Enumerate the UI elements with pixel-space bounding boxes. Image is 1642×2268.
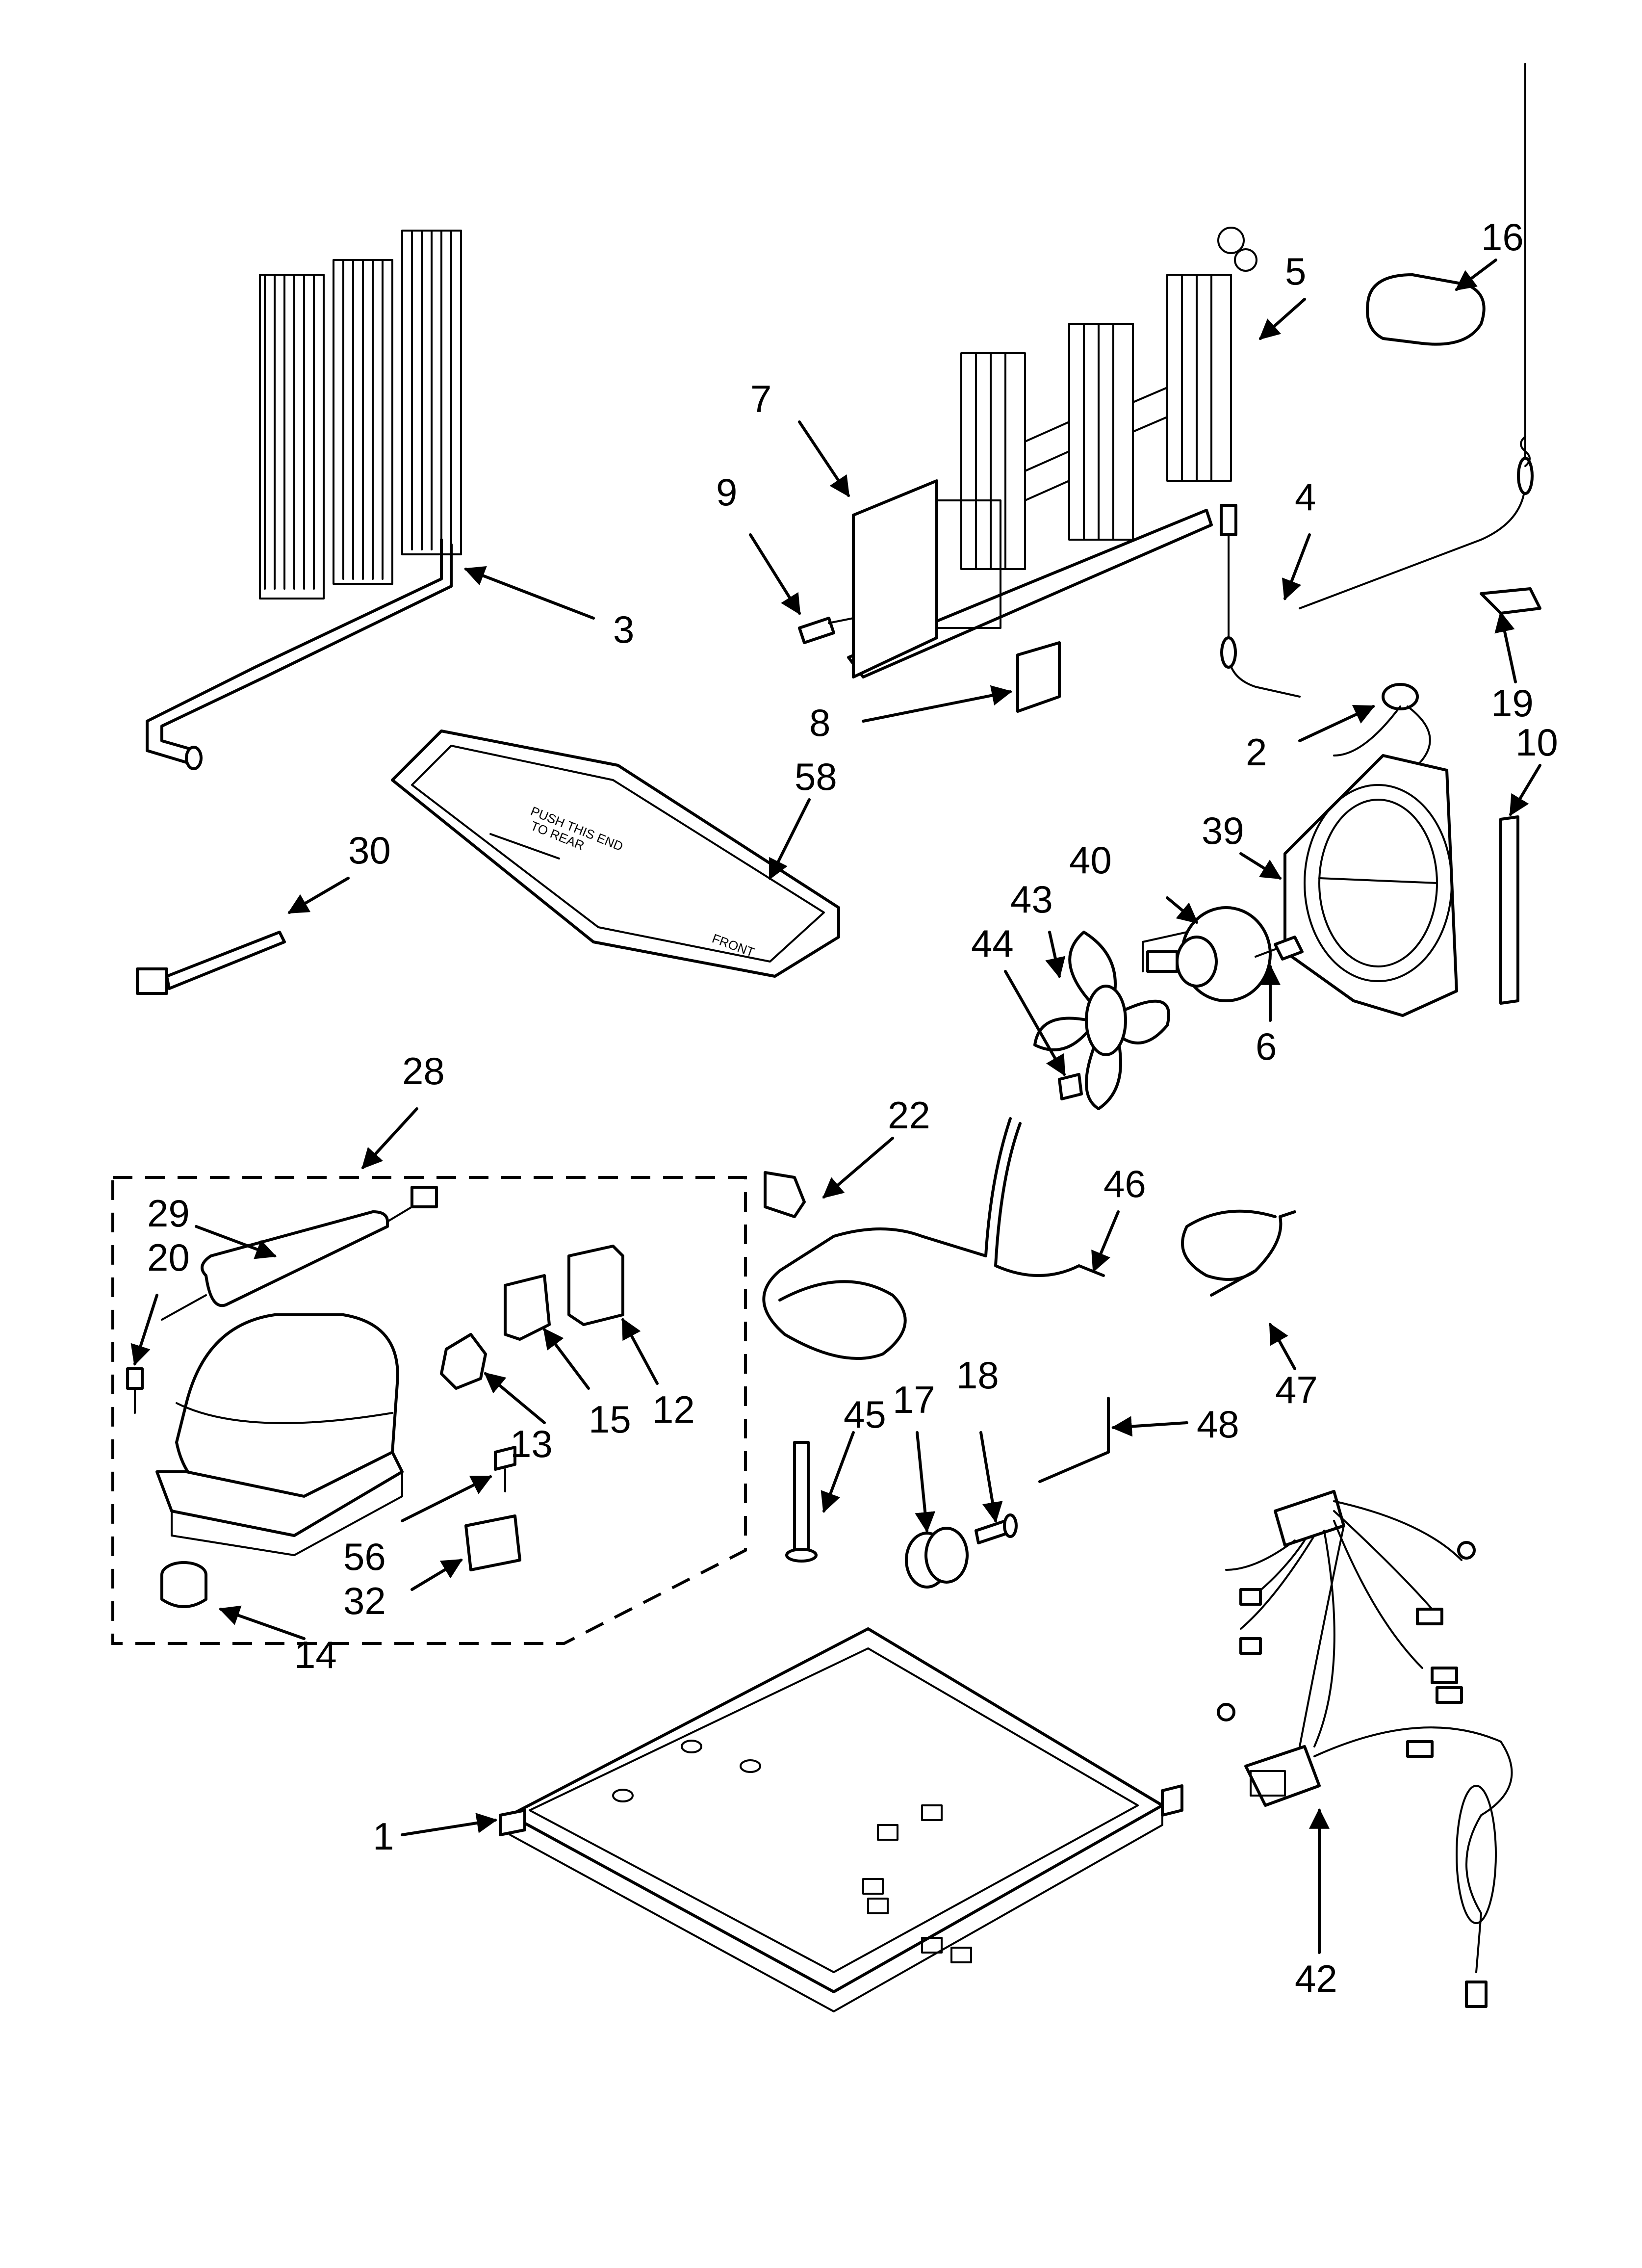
compressor-group-boundary bbox=[111, 1176, 747, 1645]
callout-12: 12 bbox=[652, 1388, 695, 1431]
bracket-7 bbox=[852, 479, 938, 678]
callout-45: 45 bbox=[844, 1393, 886, 1436]
base-pan-1 bbox=[499, 1627, 1183, 2012]
condenser-coil bbox=[146, 230, 462, 770]
callout-4: 4 bbox=[1295, 475, 1316, 519]
screw-6 bbox=[1255, 936, 1304, 961]
retainer-44 bbox=[1058, 1073, 1083, 1100]
callout-48: 48 bbox=[1197, 1403, 1239, 1446]
clip-22 bbox=[764, 1171, 806, 1218]
callout-44: 44 bbox=[971, 922, 1014, 965]
callout-16: 16 bbox=[1481, 215, 1524, 259]
callout-7: 7 bbox=[750, 377, 771, 420]
screw-20 bbox=[126, 1367, 144, 1414]
drain-tray-58: PUSH THIS END TO REAR FRONT bbox=[391, 730, 840, 978]
callout-labels: 3 5 7 9 4 16 8 19 2 10 58 39 40 6 43 44 … bbox=[147, 215, 1558, 2000]
cable-tie-30 bbox=[136, 931, 286, 995]
leader-lines bbox=[130, 259, 1541, 1954]
fan-shroud-39 bbox=[1283, 754, 1458, 1017]
screw-56 bbox=[494, 1446, 516, 1492]
callout-18: 18 bbox=[956, 1354, 999, 1397]
callout-6: 6 bbox=[1256, 1025, 1277, 1068]
cover-12 bbox=[567, 1245, 624, 1326]
roller-17 bbox=[905, 1527, 969, 1589]
callout-17: 17 bbox=[893, 1378, 935, 1421]
callout-43: 43 bbox=[1010, 878, 1053, 921]
strip-10 bbox=[1499, 815, 1519, 1005]
callout-8: 8 bbox=[809, 701, 830, 744]
drier-29 bbox=[161, 1186, 438, 1321]
callout-5: 5 bbox=[1285, 250, 1306, 293]
callout-58: 58 bbox=[795, 755, 837, 798]
callout-19: 19 bbox=[1491, 681, 1534, 725]
pin-45 bbox=[785, 1441, 818, 1563]
callout-20: 20 bbox=[147, 1236, 190, 1279]
compressor bbox=[155, 1313, 404, 1556]
cap-16 bbox=[1366, 273, 1486, 346]
relay-15 bbox=[504, 1274, 551, 1341]
callout-47: 47 bbox=[1275, 1368, 1318, 1411]
evaporator bbox=[847, 227, 1257, 678]
tube-47 bbox=[1181, 1209, 1296, 1297]
callout-9: 9 bbox=[716, 470, 737, 514]
fan-motor-40 bbox=[1142, 906, 1272, 1002]
callout-39: 39 bbox=[1202, 809, 1244, 852]
callout-10: 10 bbox=[1515, 721, 1558, 764]
callout-32: 32 bbox=[343, 1579, 386, 1622]
callout-1: 1 bbox=[373, 1815, 394, 1858]
callout-13: 13 bbox=[510, 1422, 553, 1465]
capacitor-32 bbox=[464, 1514, 521, 1571]
callout-28: 28 bbox=[402, 1049, 445, 1093]
fan-blade-43 bbox=[1033, 931, 1171, 1110]
pin-18 bbox=[975, 1513, 1018, 1544]
callout-2: 2 bbox=[1246, 730, 1267, 774]
callout-29: 29 bbox=[147, 1192, 190, 1235]
sensor-4 bbox=[1220, 504, 1301, 698]
callout-14: 14 bbox=[294, 1633, 337, 1676]
tube-46 bbox=[762, 1117, 1105, 1360]
callout-15: 15 bbox=[589, 1398, 631, 1441]
tube-48 bbox=[1038, 1397, 1110, 1483]
callout-30: 30 bbox=[348, 829, 391, 872]
grommet-14 bbox=[160, 1561, 207, 1608]
screw-9 bbox=[798, 617, 854, 644]
callout-40: 40 bbox=[1069, 838, 1112, 882]
clip-8 bbox=[1016, 641, 1061, 713]
thermostat-2 bbox=[1333, 683, 1431, 766]
wire-harness-42 bbox=[1217, 1490, 1513, 2008]
callout-3: 3 bbox=[613, 608, 634, 651]
callout-46: 46 bbox=[1103, 1162, 1146, 1205]
clip-19 bbox=[1480, 587, 1541, 615]
callout-22: 22 bbox=[888, 1094, 930, 1137]
relay-clip-13 bbox=[440, 1333, 487, 1390]
callout-42: 42 bbox=[1295, 1957, 1337, 2000]
callout-56: 56 bbox=[343, 1535, 386, 1578]
